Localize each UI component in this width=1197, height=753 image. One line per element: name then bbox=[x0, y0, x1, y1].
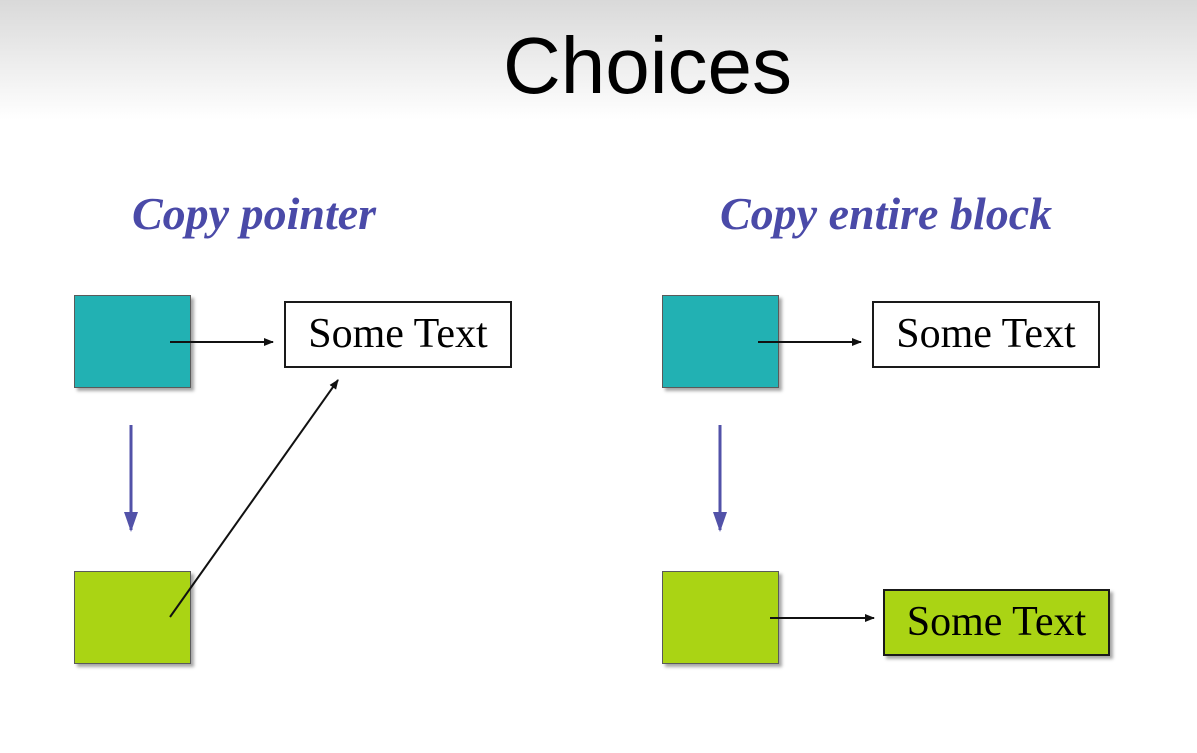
right-original-block bbox=[662, 295, 779, 388]
left-copy-arrow-head bbox=[124, 512, 138, 532]
right-copy-block bbox=[662, 571, 779, 664]
heading-copy-pointer: Copy pointer bbox=[132, 188, 377, 239]
right-copy-arrow-head bbox=[713, 512, 727, 532]
left-shared-pointer-arrow bbox=[169, 379, 339, 618]
left-copy-block bbox=[74, 571, 191, 664]
right-original-text-box: Some Text bbox=[872, 301, 1100, 368]
title-bar bbox=[0, 0, 1197, 120]
left-text-box: Some Text bbox=[284, 301, 512, 368]
left-original-block bbox=[74, 295, 191, 388]
heading-copy-entire-block: Copy entire block bbox=[720, 188, 1053, 239]
right-copied-text-box: Some Text bbox=[883, 589, 1110, 656]
slide-title: Choices bbox=[502, 21, 793, 110]
